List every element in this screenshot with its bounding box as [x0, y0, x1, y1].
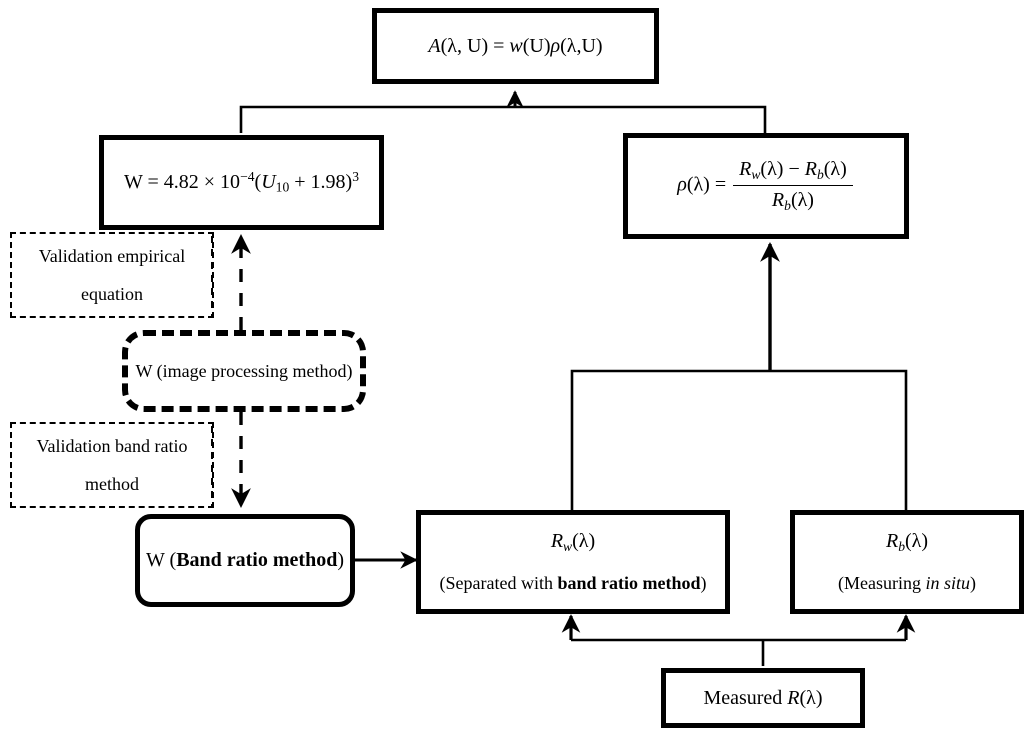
w-band-ratio-emphasis: Band ratio method: [176, 549, 338, 571]
node-rho-equation: ρ(λ) = Rw(λ) − Rb(λ) Rb(λ): [623, 133, 909, 239]
we-equals: =: [147, 170, 159, 193]
node-w-image-processing-method: W (image processing method): [122, 330, 366, 412]
eq-rho-args: (λ,U): [560, 34, 603, 57]
re-equals: =: [714, 173, 727, 196]
w-empirical-text: W = 4.82 × 10−4(U10 + 1.98)3: [124, 169, 359, 197]
rb-subscript: b: [898, 539, 905, 555]
we-u-subscript: 10: [275, 179, 290, 195]
w-band-ratio-label: W (Band ratio method): [146, 548, 344, 573]
wire-to-top-equation: [239, 90, 767, 133]
re-num-rw-sub: w: [751, 167, 761, 183]
re-num-rw: R: [739, 158, 752, 181]
rb-caption: (Measuring in situ): [838, 572, 976, 595]
validation-empirical-line2: equation: [81, 284, 143, 304]
rw-caption-emphasis: band ratio method: [557, 573, 701, 594]
validation-band-ratio-line2: method: [85, 474, 139, 494]
re-minus: −: [788, 158, 800, 181]
re-num-rw-arg: (λ): [760, 158, 784, 181]
re-num-rb-sub: b: [816, 167, 824, 183]
validation-empirical-line1: Validation empirical: [38, 245, 186, 266]
we-w: W: [123, 170, 143, 193]
eq-w-arg: (U): [522, 34, 551, 57]
eq-equals: =: [493, 34, 505, 57]
rw-symbol: Rw(λ): [551, 529, 595, 556]
rb-caption-suffix: ): [970, 573, 976, 594]
wire-measured-to-rw-rb: [561, 614, 916, 666]
re-fraction: Rw(λ) − Rb(λ) Rb(λ): [733, 157, 853, 215]
node-validation-empirical-equation: Validation empirical equation: [10, 232, 214, 318]
rw-caption-suffix: ): [700, 573, 707, 594]
re-den-rb: R: [771, 189, 785, 211]
re-numerator: Rw(λ) − Rb(λ): [733, 157, 853, 186]
measured-r-prefix: Measured: [703, 686, 788, 709]
rb-arg: (λ): [904, 530, 929, 553]
we-u: U: [261, 170, 276, 193]
eq-a-args: (λ, U): [440, 34, 489, 57]
top-equation-text: A(λ, U) = w(U)ρ(λ,U): [428, 34, 602, 59]
re-num-rb-arg: (λ): [823, 158, 847, 181]
eq-rho: ρ: [550, 34, 561, 57]
wire-to-rho-equation: [570, 242, 908, 512]
node-measured-r: Measured R(λ): [661, 668, 865, 728]
we-exponent: −4: [240, 168, 255, 184]
rb-caption-prefix: (Measuring: [838, 573, 926, 594]
re-rho-arg: (λ): [686, 173, 710, 196]
re-rho: ρ: [677, 173, 687, 196]
rb-r: R: [885, 530, 899, 553]
rb-caption-emphasis: in situ: [925, 573, 970, 594]
rw-r: R: [550, 530, 564, 553]
re-num-rb: R: [804, 158, 817, 181]
node-w-band-ratio-method: W (Band ratio method): [135, 514, 355, 607]
re-den-rb-arg: (λ): [790, 189, 814, 211]
node-top-equation: A(λ, U) = w(U)ρ(λ,U): [372, 8, 659, 84]
re-den-rb-sub: b: [784, 197, 791, 213]
node-rw: Rw(λ) (Separated with band ratio method): [416, 510, 730, 614]
measured-r-arg: (λ): [799, 686, 823, 709]
rw-subscript: w: [563, 539, 573, 555]
we-coefficient: 4.82 × 10: [163, 170, 241, 193]
we-close-paren: ): [345, 170, 353, 193]
we-plus-term: + 1.98: [294, 170, 346, 193]
we-open-paren: (: [254, 170, 262, 193]
eq-w: w: [509, 34, 523, 57]
node-w-empirical-equation: W = 4.82 × 10−4(U10 + 1.98)3: [99, 135, 384, 230]
eq-a: A: [428, 34, 441, 57]
rw-caption: (Separated with band ratio method): [440, 572, 707, 595]
rho-equation-text: ρ(λ) = Rw(λ) − Rb(λ) Rb(λ): [677, 157, 855, 215]
measured-r-label: Measured R(λ): [703, 686, 822, 711]
w-band-ratio-prefix: W (: [146, 549, 177, 571]
node-rb: Rb(λ) (Measuring in situ): [790, 510, 1024, 614]
node-validation-band-ratio-method: Validation band ratio method: [10, 422, 214, 508]
w-image-processing-label: W (image processing method): [135, 360, 353, 381]
rb-symbol: Rb(λ): [886, 529, 928, 556]
validation-band-ratio-line1: Validation band ratio: [36, 435, 188, 456]
measured-r-symbol: R: [787, 686, 800, 709]
rw-caption-prefix: (Separated with: [439, 573, 558, 594]
rw-arg: (λ): [572, 530, 596, 553]
we-power: 3: [352, 168, 359, 184]
re-denominator: Rb(λ): [766, 186, 820, 215]
w-band-ratio-suffix: ): [337, 549, 344, 571]
